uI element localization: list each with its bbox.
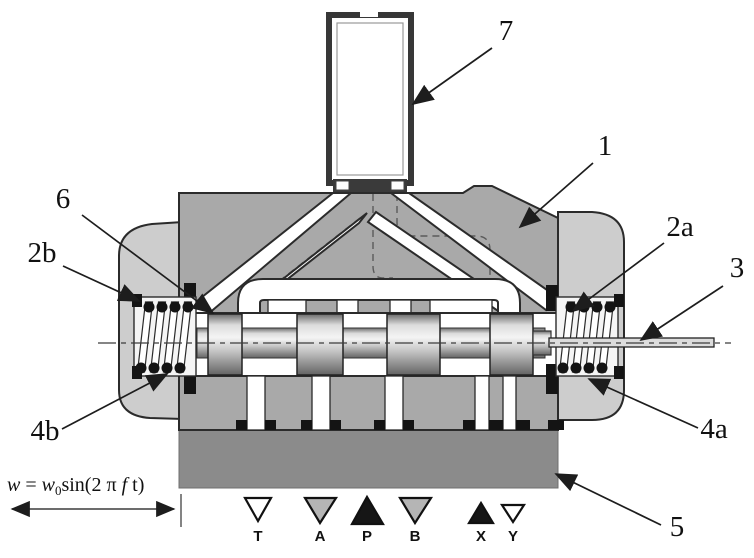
spring-coil-dot: [583, 362, 595, 374]
base-plate: [178, 429, 559, 489]
spring-retainer: [132, 366, 142, 379]
port-P-triangle: [350, 494, 385, 526]
spring-coil-dot: [565, 301, 577, 313]
seal-pad: [265, 420, 276, 430]
channel-Y: [502, 375, 517, 431]
callout-2b: 2b: [28, 237, 57, 269]
seal-pad: [403, 420, 414, 430]
callout-labels: 7 1 6 2b 4b 2a 3 4a 5: [28, 15, 745, 543]
spool-land-1: [207, 313, 243, 376]
leader-6: [81, 214, 215, 315]
leader-3: [639, 285, 724, 342]
spring-coil-dot: [604, 301, 616, 313]
port-symbols: T A P B X Y: [243, 494, 527, 545]
pilot-unit-inner-line: [336, 22, 404, 176]
leader-2a: [571, 242, 665, 313]
callout-7: 7: [499, 15, 514, 47]
pilot-flange-tab-right: [390, 180, 405, 191]
spring-coil-dot: [570, 362, 582, 374]
spring-coil-dot: [169, 301, 181, 313]
port-B-triangle: [398, 496, 434, 526]
spring-coil-dot: [596, 362, 608, 374]
arch-slot-2: [336, 299, 359, 315]
seal-block: [546, 285, 558, 311]
port-Y-triangle: [499, 503, 527, 525]
callout-leaders: [61, 47, 724, 526]
spring-coil-dot: [156, 301, 168, 313]
port-B-label: B: [410, 528, 421, 545]
port-T-triangle: [243, 496, 273, 524]
seal-pad: [374, 420, 385, 430]
pilot-unit-flange: [333, 179, 407, 192]
spool-land-4: [489, 313, 534, 376]
leader-7: [411, 47, 493, 106]
seal-pad: [236, 420, 247, 430]
callout-1: 1: [598, 130, 613, 162]
port-T-label: T: [253, 528, 262, 545]
callout-3: 3: [730, 252, 745, 284]
spring-coil-dot: [161, 362, 173, 374]
channel-T: [246, 375, 266, 431]
seal-pad: [463, 420, 475, 430]
leader-4b: [61, 373, 169, 430]
seal-pad: [489, 420, 503, 430]
channel-PB: [384, 375, 404, 431]
callout-4a: 4a: [700, 413, 728, 445]
callout-2a: 2a: [666, 211, 694, 243]
spring-coil-dot: [148, 362, 160, 374]
callout-5: 5: [670, 511, 685, 543]
pilot-unit-top-notch: [360, 10, 378, 17]
leader-4a: [587, 378, 699, 429]
bottom-channels: [236, 375, 564, 431]
callout-6: 6: [56, 183, 71, 215]
spool-land-2: [296, 313, 344, 376]
port-P-label: P: [362, 528, 372, 545]
seal-pad: [330, 420, 341, 430]
port-X-label: X: [476, 528, 486, 545]
arch-slot-1: [267, 299, 307, 315]
channel-A: [311, 375, 331, 431]
seal-pad: [516, 420, 530, 430]
arch-slot-4: [429, 299, 493, 315]
spring-coil-dot: [591, 301, 603, 313]
spring-coil-dot: [557, 362, 569, 374]
arch-gallery: [237, 278, 521, 315]
hidden-passage-right: [396, 194, 491, 300]
spring-coil-dot: [143, 301, 155, 313]
spring-assembly-left: [132, 294, 197, 379]
spring-coil-dot: [174, 362, 186, 374]
spring-retainer: [614, 294, 624, 307]
pilot-flange-tab-left: [335, 180, 350, 191]
leader-2b: [62, 265, 141, 302]
seal-pad: [548, 420, 564, 430]
seal-pad: [301, 420, 312, 430]
vibration-formula: w = w0sin(2 π f t): [7, 474, 144, 498]
leader-5: [554, 473, 662, 526]
seal-block: [546, 364, 558, 394]
spool-land-3: [386, 313, 441, 376]
channel-X: [474, 375, 490, 431]
spring-retainer: [614, 366, 624, 379]
leader-1: [518, 162, 594, 229]
callout-4b: 4b: [31, 415, 60, 447]
pilot-unit: [326, 10, 414, 192]
arch-slot-3: [389, 299, 412, 315]
spring-coil-dot: [182, 301, 194, 313]
port-A-triangle: [303, 496, 339, 526]
port-Y-label: Y: [508, 528, 518, 545]
vibration-annotation: w = w0sin(2 π f t): [7, 474, 182, 527]
spring-assembly-right: [555, 294, 624, 379]
port-X-triangle: [467, 500, 495, 525]
port-A-label: A: [315, 528, 326, 545]
